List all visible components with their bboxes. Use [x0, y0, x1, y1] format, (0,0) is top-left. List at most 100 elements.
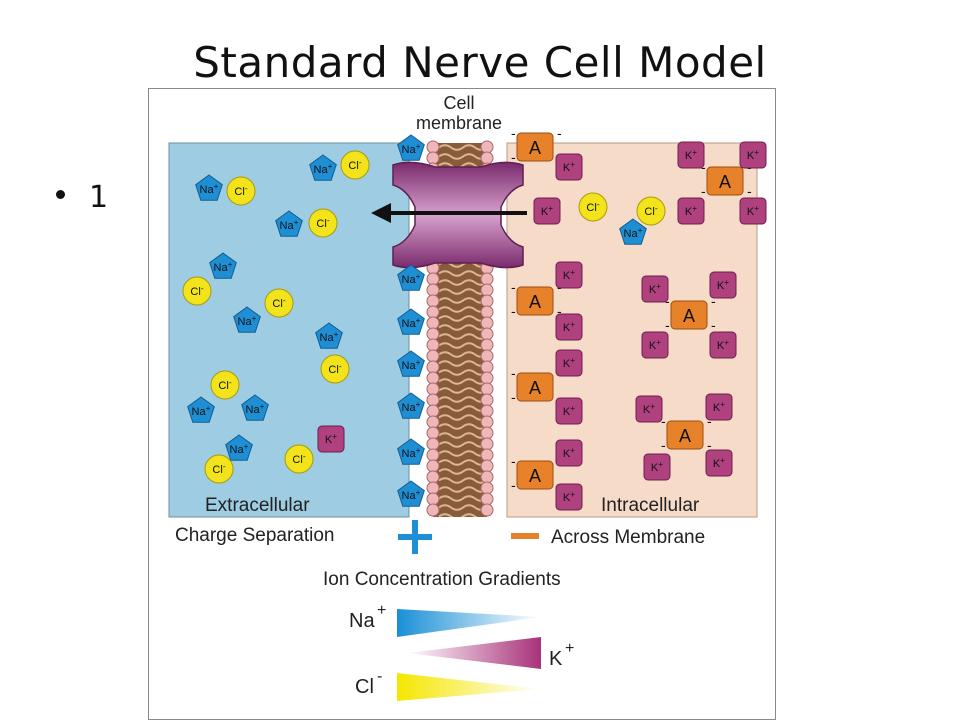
- svg-text:A: A: [529, 378, 541, 398]
- nerve-cell-figure: Cell membrane Na+Na+Na+Na+Na+Na+Na+Na+Na…: [148, 88, 776, 720]
- sodium-ion-icon: Na+: [225, 434, 253, 461]
- sodium-ion-icon: Na+: [195, 174, 223, 201]
- chloride-ion-icon: Cl-: [320, 354, 350, 384]
- svg-text:Cl-: Cl-: [234, 184, 247, 198]
- svg-text:A: A: [683, 306, 695, 326]
- svg-text:-: -: [557, 125, 562, 141]
- potassium-ion-icon: K+: [555, 397, 583, 425]
- sodium-ion-icon: Na+: [397, 350, 425, 377]
- svg-text:-: -: [661, 413, 666, 429]
- sodium-ion-icon: Na+: [241, 394, 269, 421]
- svg-text:-: -: [511, 477, 516, 493]
- sodium-ion-icon: Na+: [397, 438, 425, 465]
- chloride-ion-icon: Cl-: [284, 444, 314, 474]
- svg-text:A: A: [529, 138, 541, 158]
- chloride-ion-icon: Cl-: [264, 288, 294, 318]
- svg-text:Cl-: Cl-: [218, 378, 231, 392]
- k-gradient-label: K +: [549, 640, 574, 670]
- chloride-ion-icon: Cl-: [340, 150, 370, 180]
- ion-layer: Na+Na+Na+Na+Na+Na+Na+Na+Na+Cl-Cl-Cl-Cl-C…: [182, 125, 767, 511]
- potassium-ion-icon: K+: [677, 141, 705, 169]
- anion-protein-icon: A- - - -: [661, 413, 712, 453]
- potassium-ion-icon: K+: [555, 483, 583, 511]
- potassium-ion-icon: K+: [739, 141, 767, 169]
- k-gradient-wedge: [407, 637, 541, 669]
- potassium-ion-icon: K+: [635, 395, 663, 423]
- potassium-ion-icon: K+: [705, 393, 733, 421]
- na-gradient-wedge: [397, 609, 541, 637]
- sodium-ion-icon: Na+: [397, 392, 425, 419]
- figure-canvas: Cell membrane Na+Na+Na+Na+Na+Na+Na+Na+Na…: [168, 93, 767, 701]
- intracellular-label: Intracellular: [601, 495, 700, 516]
- membrane-label-line2: membrane: [416, 113, 502, 133]
- svg-text:-: -: [701, 183, 706, 199]
- anion-protein-icon: A----: [511, 125, 562, 165]
- plus-sign-icon: [398, 520, 432, 554]
- svg-text:-: -: [661, 437, 666, 453]
- sodium-ion-icon: Na+: [233, 306, 261, 333]
- potassium-ion-icon: K+: [317, 425, 345, 453]
- sodium-ion-icon: Na+: [397, 264, 425, 291]
- svg-text:Cl-: Cl-: [272, 296, 285, 310]
- svg-text:-: -: [707, 413, 712, 429]
- svg-text:-: -: [511, 453, 516, 469]
- potassium-ion-icon: K+: [555, 349, 583, 377]
- svg-text:-: -: [711, 293, 716, 309]
- svg-text:-: -: [665, 293, 670, 309]
- efflux-arrow-icon: [371, 203, 527, 223]
- anion-protein-icon: A----: [701, 159, 752, 199]
- svg-text:Cl-: Cl-: [586, 200, 599, 214]
- potassium-ion-icon: K+: [555, 153, 583, 181]
- potassium-ion-icon: K+: [705, 449, 733, 477]
- potassium-ion-icon: K+: [709, 331, 737, 359]
- anion-protein-icon: A----: [511, 365, 562, 405]
- anion-protein-icon: A----: [665, 293, 716, 333]
- extracellular-label: Extracellular: [205, 495, 310, 516]
- potassium-ion-icon: K+: [641, 275, 669, 303]
- sodium-ion-icon: Na+: [619, 218, 647, 245]
- slide-title: Standard Nerve Cell Model: [193, 38, 767, 87]
- svg-text:-: -: [511, 365, 516, 381]
- chloride-ion-icon: Cl-: [182, 276, 212, 306]
- sodium-ion-icon: Na+: [309, 154, 337, 181]
- svg-text:Cl-: Cl-: [348, 158, 361, 172]
- svg-text:-: -: [557, 303, 562, 319]
- svg-text:-: -: [511, 149, 516, 165]
- chloride-ion-icon: Cl-: [636, 196, 666, 226]
- svg-text:+: +: [377, 602, 386, 619]
- svg-text:-: -: [747, 183, 752, 199]
- svg-text:-: -: [707, 437, 712, 453]
- potassium-ion-icon: K+: [677, 197, 705, 225]
- svg-text:K: K: [549, 648, 563, 670]
- na-gradient-label: Na +: [349, 602, 386, 632]
- minus-sign-icon: [511, 533, 539, 539]
- sodium-ion-icon: Na+: [397, 480, 425, 507]
- potassium-ion-icon: K+: [739, 197, 767, 225]
- chloride-ion-icon: Cl-: [308, 208, 338, 238]
- svg-text:-: -: [511, 125, 516, 141]
- anion-protein-icon: A----: [511, 279, 562, 319]
- svg-text:A: A: [679, 426, 691, 446]
- svg-text:+: +: [565, 640, 574, 657]
- potassium-ion-icon: K+: [555, 439, 583, 467]
- svg-text:Cl-: Cl-: [292, 452, 305, 466]
- across-membrane-label: Across Membrane: [551, 527, 705, 548]
- potassium-ion-icon: K+: [643, 453, 671, 481]
- chloride-ion-icon: Cl-: [578, 192, 608, 222]
- cl-gradient-wedge: [397, 673, 541, 701]
- chloride-ion-icon: Cl-: [210, 370, 240, 400]
- gradients-title: Ion Concentration Gradients: [323, 569, 561, 590]
- potassium-ion-icon: K+: [555, 261, 583, 289]
- svg-text:Cl: Cl: [355, 676, 374, 698]
- svg-text:A: A: [529, 466, 541, 486]
- potassium-ion-icon: K+: [533, 197, 561, 225]
- chloride-ion-icon: Cl-: [226, 176, 256, 206]
- svg-text:-: -: [711, 317, 716, 333]
- potassium-ion-icon: K+: [709, 271, 737, 299]
- svg-text:-: -: [377, 668, 382, 685]
- sodium-ion-icon: Na+: [187, 396, 215, 423]
- svg-text:Cl-: Cl-: [316, 216, 329, 230]
- potassium-ion-icon: K+: [555, 313, 583, 341]
- svg-text:A: A: [719, 172, 731, 192]
- cl-gradient-label: Cl -: [355, 668, 382, 698]
